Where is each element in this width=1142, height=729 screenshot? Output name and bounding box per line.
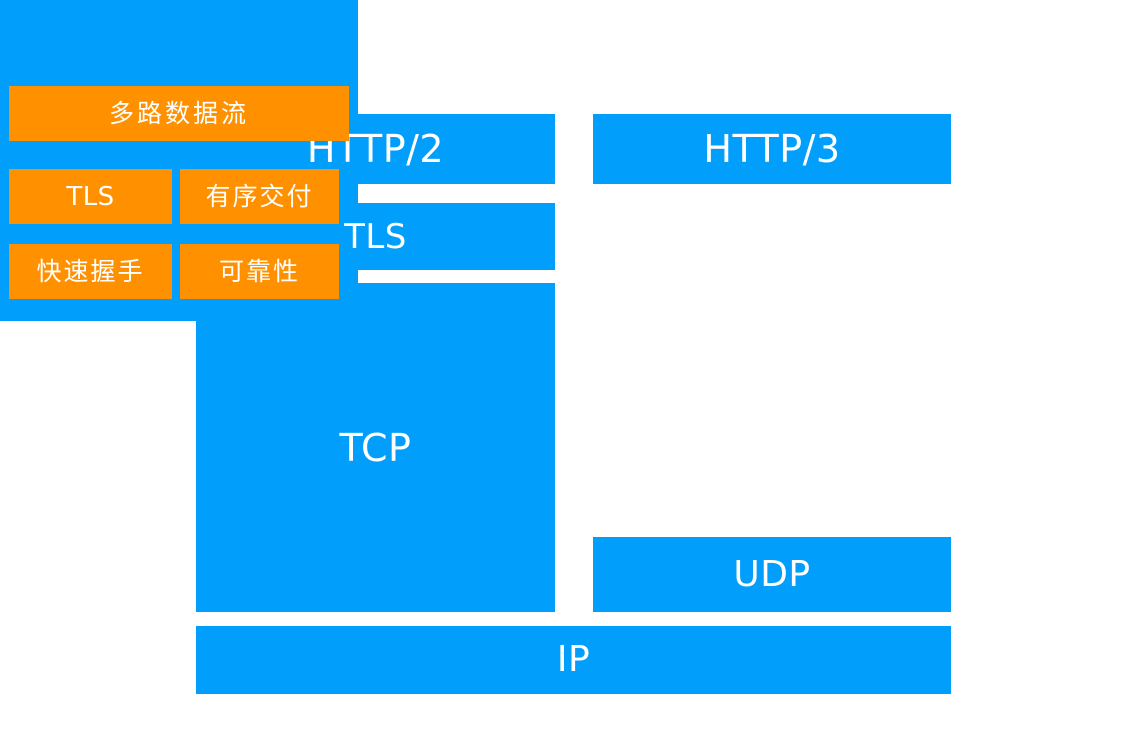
quic-feature-fast-handshake: 快速握手: [9, 244, 172, 299]
quic-feature-ordered-delivery: 有序交付: [180, 169, 339, 224]
quic-feature-tls: TLS: [9, 169, 172, 224]
layer-box-tcp: TCP: [196, 283, 555, 612]
quic-title: QUIC: [525, 16, 617, 58]
layer-box-ip: IP: [196, 626, 951, 694]
layer-box-udp: UDP: [593, 537, 951, 612]
quic-feature-multiplexed-streams: 多路数据流: [9, 86, 349, 141]
layer-box-quic: QUIC 多路数据流 TLS 有序交付 快速握手 可靠性: [0, 0, 616, 321]
layer-box-http3: HTTP/3: [593, 114, 951, 184]
quic-feature-reliability: 可靠性: [180, 244, 339, 299]
